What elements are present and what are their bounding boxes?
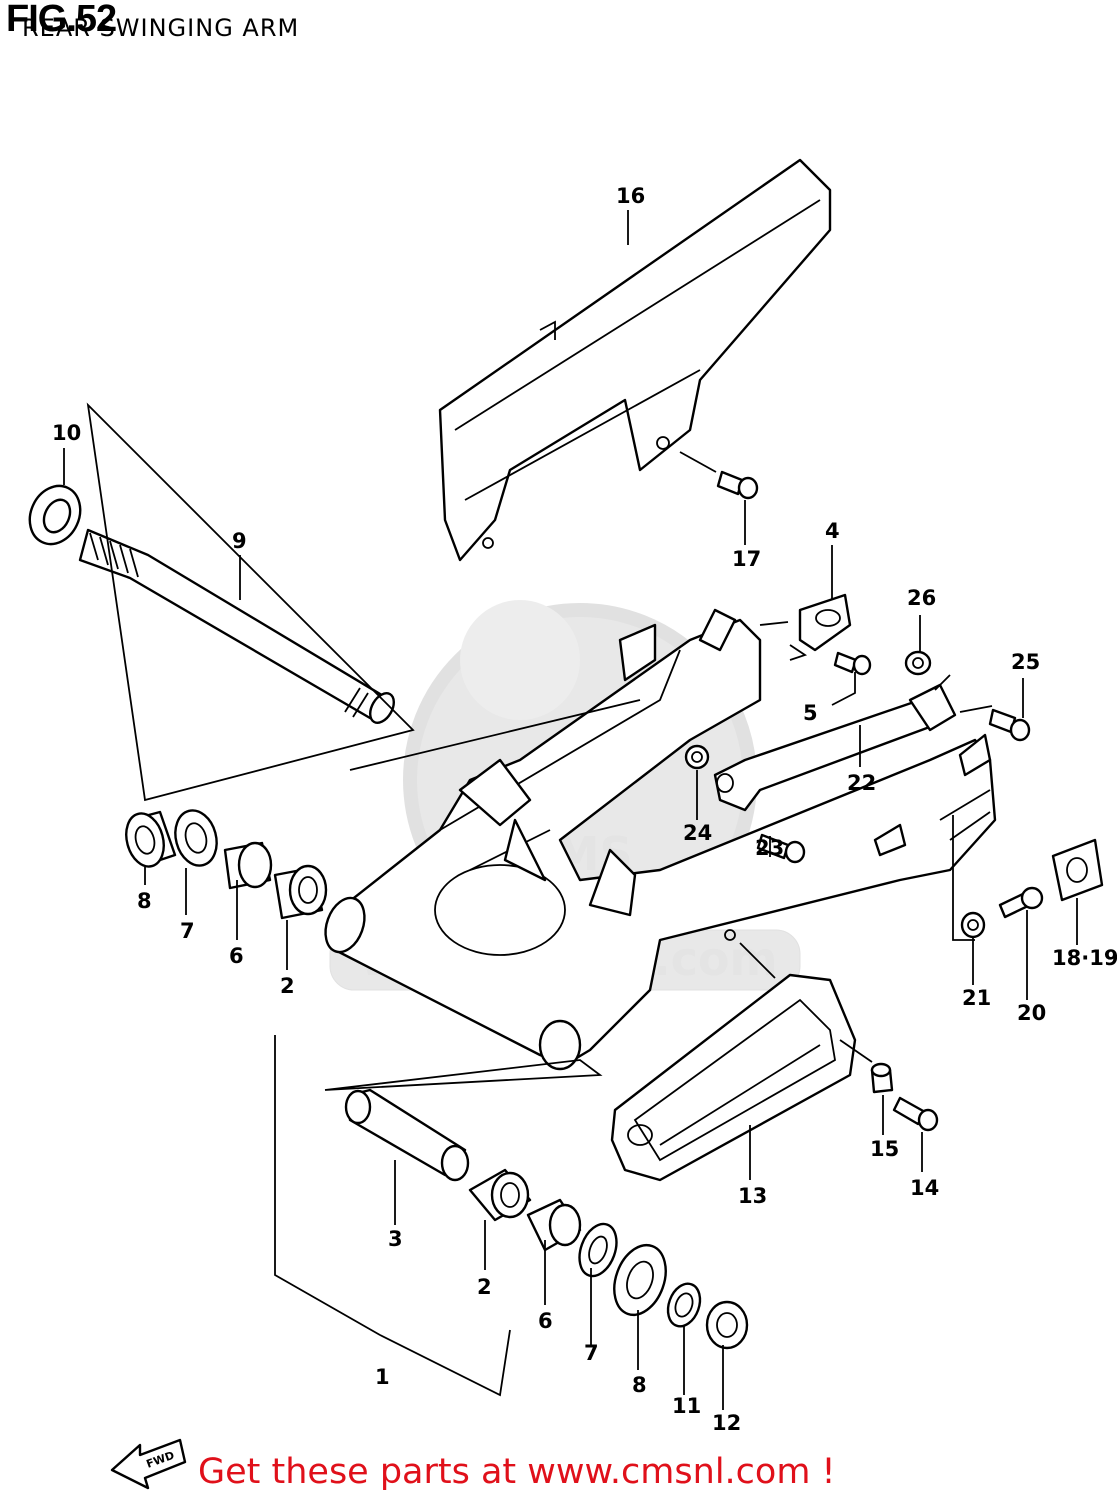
callout-6-right: 6 (538, 1309, 553, 1333)
callout-2-right: 2 (477, 1275, 492, 1299)
callout-3: 3 (388, 1227, 403, 1251)
assembly-lines (86, 402, 993, 1397)
callout-7-right: 7 (584, 1341, 599, 1365)
part-swinging-arm[interactable] (319, 608, 997, 1071)
part-nut-21[interactable] (960, 911, 986, 939)
callout-9: 9 (232, 529, 247, 553)
callout-5: 5 (803, 701, 818, 725)
callout-24: 24 (683, 821, 712, 845)
callout-14: 14 (910, 1176, 939, 1200)
callout-15: 15 (870, 1137, 899, 1161)
callout-2-left: 2 (280, 974, 295, 998)
callout-23: 23 (755, 836, 784, 860)
part-collar-15[interactable] (870, 1062, 894, 1094)
part-washer-7-left[interactable] (169, 806, 222, 870)
figure-number: FIG.52 (6, 0, 117, 40)
part-bracket-4[interactable] (789, 593, 852, 661)
callout-17: 17 (732, 547, 761, 571)
part-nut-10[interactable] (21, 478, 90, 553)
footer-link[interactable]: Get these parts at www.cmsnl.com ! (198, 1452, 836, 1492)
callout-22: 22 (847, 771, 876, 795)
part-nut-24[interactable] (684, 744, 710, 770)
part-bolt-14[interactable] (892, 1096, 939, 1132)
part-pivot-shaft[interactable] (78, 528, 399, 727)
callout-21: 21 (962, 986, 991, 1010)
part-chain-case[interactable] (438, 158, 832, 562)
part-washer-11[interactable] (662, 1279, 705, 1331)
part-spacer-6-right[interactable] (526, 1198, 582, 1252)
callout-6-left: 6 (229, 944, 244, 968)
part-bolt-25[interactable] (988, 708, 1031, 742)
part-bolt-17[interactable] (716, 470, 759, 500)
part-nut-12[interactable] (705, 1300, 749, 1350)
forward-arrow-icon: FWD (110, 1438, 187, 1490)
callout-25: 25 (1011, 650, 1040, 674)
callout-20: 20 (1017, 1001, 1046, 1025)
callout-16: 16 (616, 184, 645, 208)
part-washer-7-right[interactable] (573, 1219, 623, 1281)
callout-1: 1 (375, 1365, 390, 1389)
callout-8-right: 8 (632, 1373, 647, 1397)
part-nut-26[interactable] (904, 650, 932, 676)
callout-labels: 16 10 9 17 4 26 25 5 22 24 23 18·19 20 2… (52, 184, 1117, 1435)
part-torque-link[interactable] (713, 683, 957, 812)
part-bolt-20[interactable] (998, 886, 1044, 919)
figure-title: REAR SWINGING ARM (22, 14, 300, 42)
part-chain-guide[interactable] (610, 973, 857, 1182)
callout-7-left: 7 (180, 919, 195, 943)
part-bearing-2-right[interactable] (468, 1168, 532, 1222)
callout-12: 12 (712, 1411, 741, 1435)
leader-lines (63, 210, 1078, 1410)
part-bolt-23[interactable] (756, 833, 806, 864)
callout-13: 13 (738, 1184, 767, 1208)
part-dust-seal-8-left[interactable] (121, 809, 177, 870)
callout-11: 11 (672, 1394, 701, 1418)
part-bearing-2-left[interactable] (273, 864, 328, 920)
callout-8-left: 8 (137, 889, 152, 913)
callout-26: 26 (907, 586, 936, 610)
part-dust-seal-8-right[interactable] (605, 1238, 675, 1322)
callout-4: 4 (825, 519, 840, 543)
part-pivot-sleeve[interactable] (344, 1088, 470, 1182)
callout-18-19: 18·19 (1052, 946, 1117, 970)
part-bolt-5[interactable] (833, 651, 872, 676)
part-spacer-6-left[interactable] (223, 841, 273, 890)
part-adjuster-18-19[interactable] (1051, 838, 1104, 902)
callout-10: 10 (52, 421, 81, 445)
